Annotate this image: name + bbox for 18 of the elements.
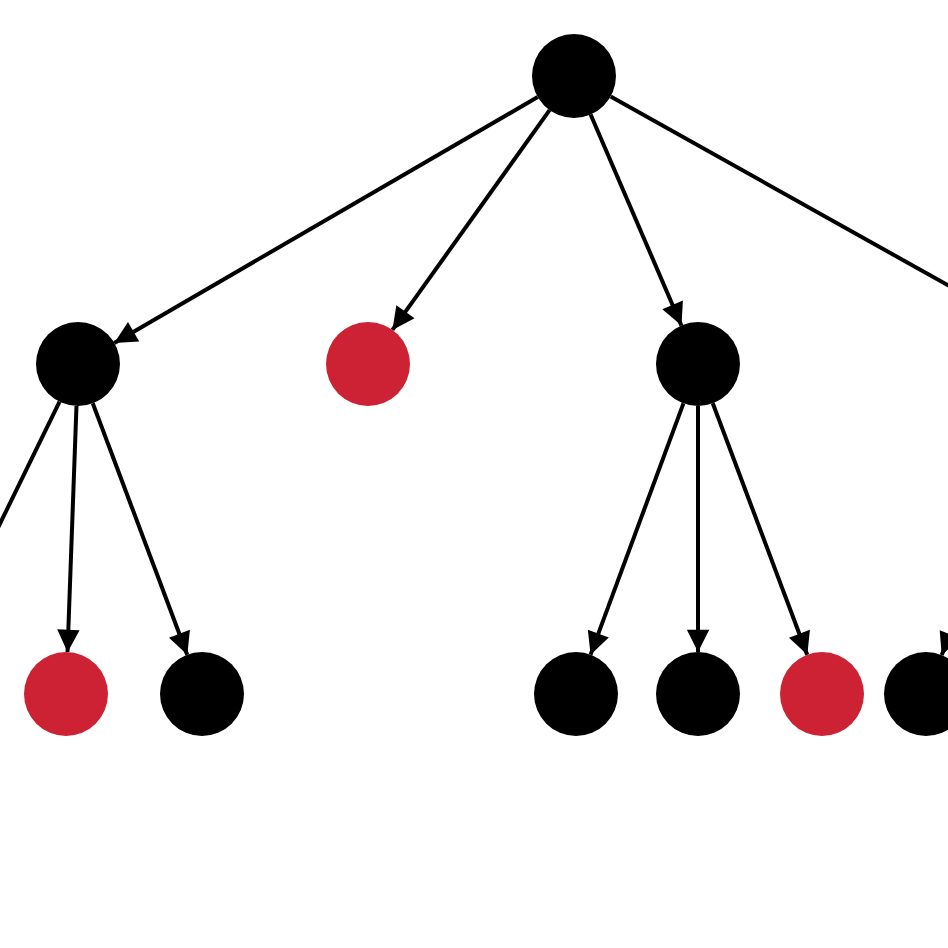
arrow [588,113,684,327]
arrow [57,405,80,653]
tree-node-circle [532,34,616,118]
arrow [710,402,810,656]
tree-node-circle [24,652,108,736]
tree-node-circle [36,322,120,406]
tree-node-circle [656,652,740,736]
tree-node-circle [884,652,948,736]
tree-node-circle [780,652,864,736]
arrow [686,406,710,653]
tree-node-circle [326,322,410,406]
tree-node-circle [160,652,244,736]
arrow [390,109,552,331]
tree-node-circle [656,322,740,406]
arrow [113,95,539,345]
arrow [587,402,686,656]
arrow [90,402,190,656]
tree-node-circle [534,652,618,736]
